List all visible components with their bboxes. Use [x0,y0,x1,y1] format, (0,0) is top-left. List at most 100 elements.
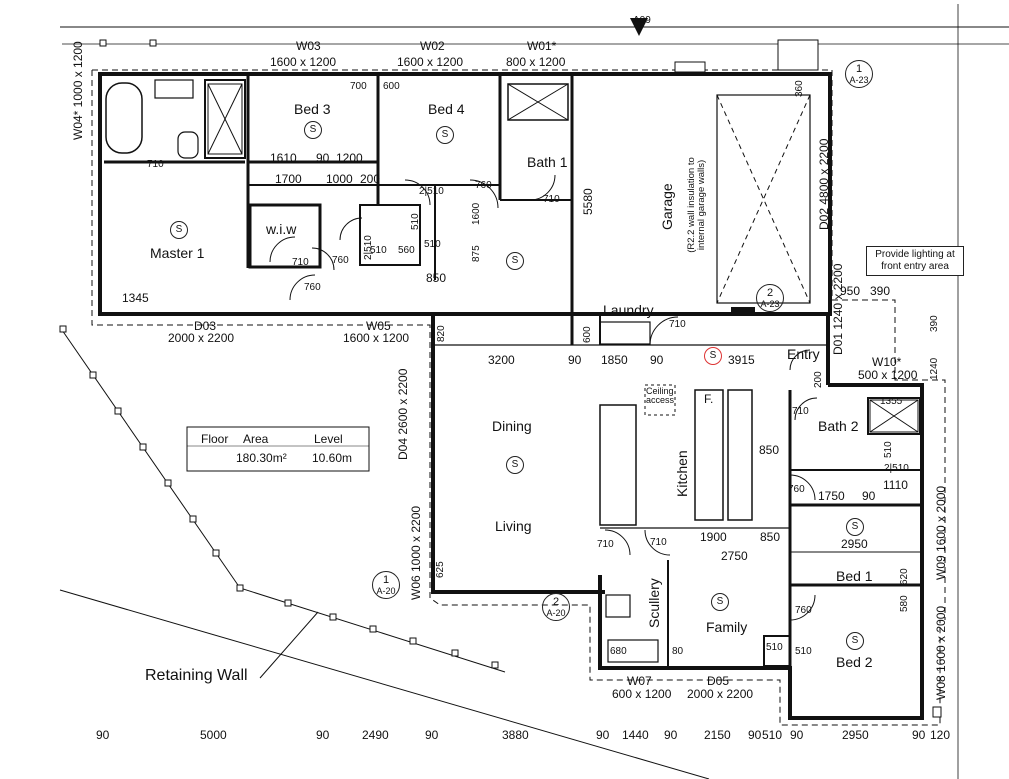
section-ref-marker: 2 A-23 [756,284,784,312]
dimension-label: 510 [883,441,894,458]
bottom-dimension-label: 90 [596,728,610,742]
smoke-detector-icon: S [506,252,524,270]
dimension-label: 510 [795,646,812,657]
door-d02-label: D02 4800 x 2200 [817,138,831,230]
dimension-label: 80 [672,646,684,657]
dimension-label: 700 [350,81,367,92]
dimension-label: 3200 [488,353,515,367]
window-w02-label: W02 [420,39,445,53]
dimension-label: 1110 [883,478,908,492]
window-w02-size: 1600 x 1200 [397,55,464,69]
room-label-garage: Garage [659,183,675,230]
dimension-label: 760 [475,180,492,191]
dimension-label: 760 [788,484,805,495]
window-w10-label: W10* [872,355,902,369]
section-ref-marker: 1 A-20 [372,571,400,599]
garage-insulation-note: (R2.2 wall insulation to internal garage… [686,157,707,253]
section-ref-number: 2 [766,287,774,299]
bottom-dimension-label: 90 [425,728,439,742]
dimension-label: 510 [424,239,441,250]
room-label-entry: Entry [787,346,820,362]
dimension-label: 510 [410,213,421,230]
dimension-label: 710 [147,159,164,170]
section-ref-number: 1 [855,63,863,75]
smoke-detector-icon: S [704,347,722,365]
section-ref-sheet: A-20 [546,608,566,618]
window-w01-size: 800 x 1200 [506,55,566,69]
dimension-label: 90 [316,151,330,165]
room-label-bed4: Bed 4 [428,101,465,117]
bottom-dimension-label: 90 [912,728,926,742]
smoke-detector-icon: S [506,456,524,474]
window-w05-size: 1600 x 1200 [343,331,410,345]
dimension-label: 820 [436,325,447,342]
bottom-dimension-label: 90 [790,728,804,742]
dimension-label: 580 [899,595,910,612]
window-w10-size: 500 x 1200 [858,368,918,382]
window-w03-size: 1600 x 1200 [270,55,337,69]
room-label-bed2: Bed 2 [836,654,873,670]
section-ref-sheet: A-23 [849,75,869,85]
dimension-label: 510 [370,245,387,256]
dimension-label: 510 [766,642,783,653]
dimension-label: 625 [435,561,446,578]
dimension-label: 760 [795,605,812,616]
bottom-dimension-label: 3880 [502,728,529,742]
door-d04-label: D04 2600 x 2200 [396,368,410,460]
window-w08-label: W08 1600 x 2000 [934,605,948,700]
ceiling-access-label: Ceiling access [646,386,675,405]
window-w04-label: W04* 1000 x 1200 [71,41,85,140]
room-label-master: Master 1 [150,245,205,261]
window-w05-label: W05 [366,319,391,333]
smoke-detector-icon: S [436,126,454,144]
room-label-scullery: Scullery [646,578,662,628]
room-label-wiw: w.i.w [266,221,297,237]
smoke-detector-icon: S [711,593,729,611]
bottom-dimension-label: 90 [316,728,330,742]
dimension-label: 850 [760,530,781,544]
dimension-label: 600 [383,81,400,92]
room-label-family: Family [706,619,748,635]
bottom-dimension-label: 90 [664,728,678,742]
bottom-dimension-label: 90 [748,728,762,742]
bottom-dimension-label: 90 [96,728,110,742]
smoke-detector-icon: S [846,518,864,536]
section-ref-marker: 2 A-20 [542,593,570,621]
bottom-dimension-label: 2150 [704,728,731,742]
window-w07-label: W07 [627,674,652,688]
top-section-ref: A09 [633,15,651,26]
dimension-label: 90 [862,489,876,503]
dimension-label: 620 [899,568,910,585]
room-label-laundry: Laundry [603,302,654,318]
dimension-label: 600 [582,326,593,343]
bottom-dimension-label: 5000 [200,728,227,742]
dimension-label: 200 [360,172,381,186]
dimension-label: 2950 [841,537,868,551]
door-d03-label: D03 [194,319,217,333]
dimension-label: 710 [650,537,667,548]
area-table-area: 180.30m² [236,451,287,465]
smoke-detector-icon: S [846,632,864,650]
room-label-dining: Dining [492,418,532,434]
dimension-label: 1610 [270,151,297,165]
window-w09-label: W09 1600 x 2000 [934,485,948,580]
dimension-label: 390 [870,284,891,298]
room-label-bath2: Bath 2 [818,418,859,434]
dimension-label: 850 [426,271,447,285]
dimension-label: 200 [813,371,824,388]
dimension-label: 875 [471,245,482,262]
window-w01-label: W01* [527,39,557,53]
dimension-label: 950 [840,284,861,298]
section-ref-number: 2 [552,596,560,608]
room-label-bath1: Bath 1 [527,154,568,170]
bottom-dimension-label: 510 [762,728,783,742]
room-label-bed3: Bed 3 [294,101,331,117]
window-w06-label: W06 1000 x 2200 [409,505,423,600]
door-d05-size: 2000 x 2200 [687,687,754,701]
dimension-label: 760 [332,255,349,266]
door-d01-label: D01 1240 x 2200 [831,263,845,355]
dimension-label: 1900 [700,530,727,544]
dimension-label: 710 [669,319,686,330]
